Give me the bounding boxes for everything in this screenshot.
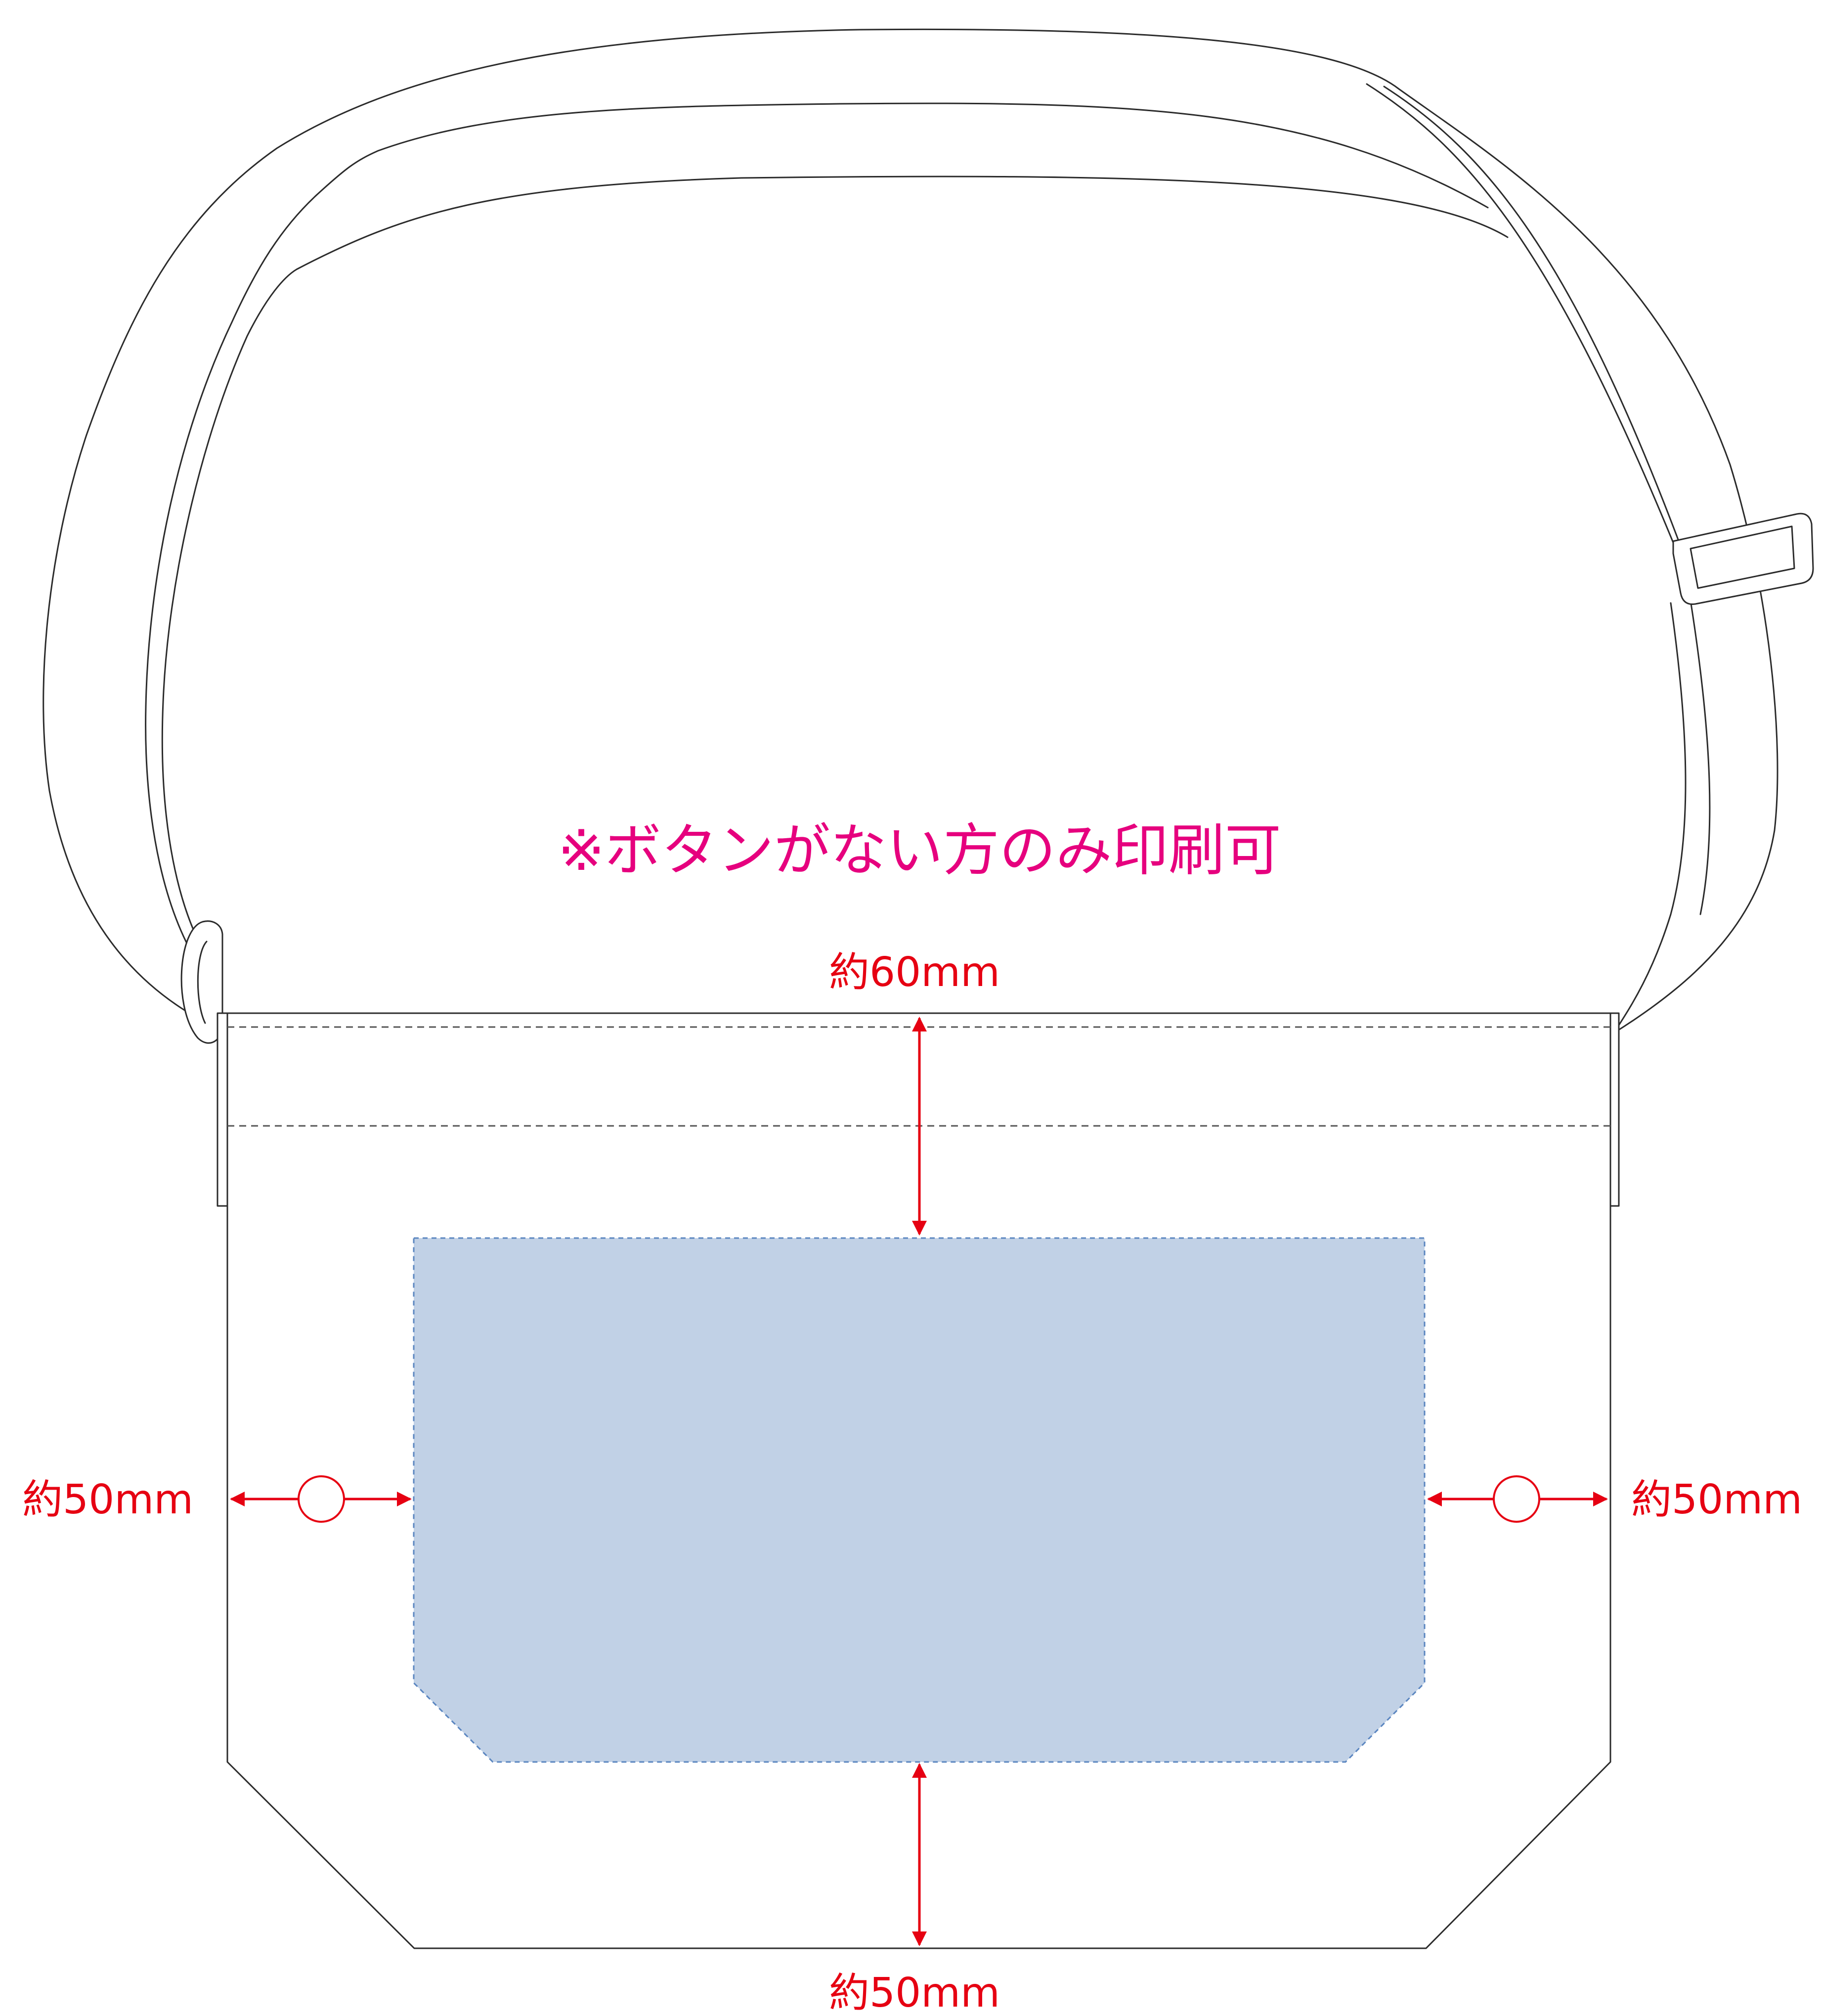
left-dimension-label: 約50mm xyxy=(22,1476,193,1523)
side-ring xyxy=(180,920,223,1044)
strap-adjuster-buckle xyxy=(1672,513,1814,605)
shoulder-strap xyxy=(43,28,1778,1034)
right-dimension-circle xyxy=(1493,1475,1540,1523)
bottom-dimension-label: 約50mm xyxy=(829,1970,1000,2016)
dimension-annotations: 約60mm 約50mm 約50mm 約50mm xyxy=(22,949,1802,2016)
print-note: ※ボタンがない方のみ印刷可 xyxy=(558,817,1281,883)
side-gusset-tabs xyxy=(217,1012,1620,1207)
left-dimension-circle xyxy=(298,1475,345,1523)
print-area xyxy=(413,1237,1426,1763)
right-dimension-label: 約50mm xyxy=(1631,1476,1802,1523)
top-dimension-label: 約60mm xyxy=(829,949,1000,996)
